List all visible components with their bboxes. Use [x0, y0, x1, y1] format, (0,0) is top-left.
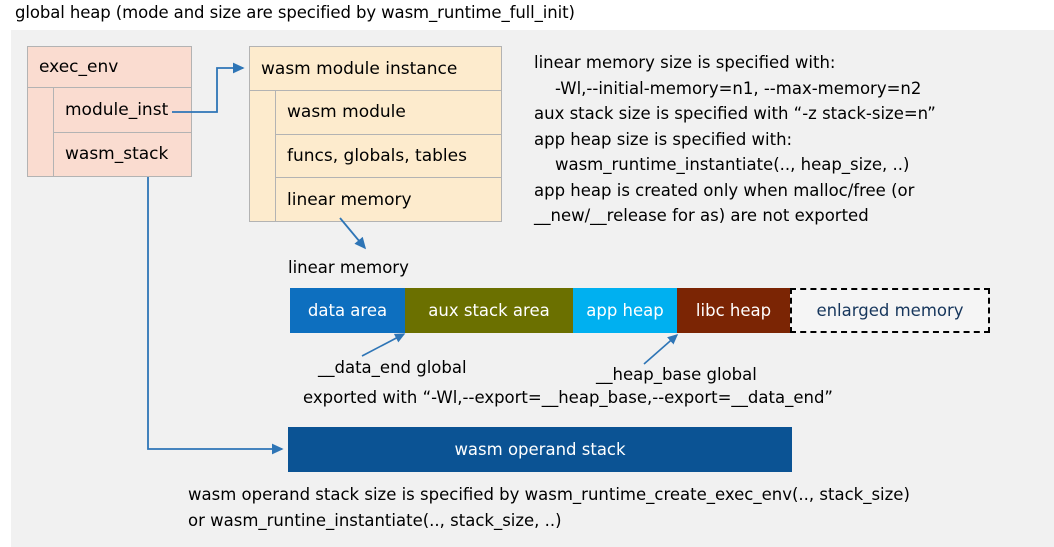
exec-env-body: module_inst wasm_stack [28, 88, 191, 176]
linear-memory-caption: linear memory [288, 258, 409, 277]
exec-env-indent [28, 88, 54, 176]
module-instance-header: wasm module instance [250, 47, 501, 91]
heap-base-global-label: __heap_base global [596, 365, 757, 384]
exec-env-header: exec_env [28, 47, 191, 88]
memory-segment-libc-heap: libc heap [677, 288, 790, 333]
export-note-label: exported with “-Wl,--export=__heap_base,… [303, 388, 833, 407]
exec-env-rows: module_inst wasm_stack [54, 88, 191, 176]
module-instance-row-funcs-globals-tables: funcs, globals, tables [276, 135, 501, 179]
module-instance-body: wasm module funcs, globals, tables linea… [250, 91, 501, 221]
page-title: global heap (mode and size are specified… [15, 3, 575, 22]
module-instance-row-wasm-module: wasm module [276, 91, 501, 135]
module-instance-indent [250, 91, 276, 221]
exec-env-box: exec_env module_inst wasm_stack [27, 46, 192, 177]
exec-env-row-wasm-stack: wasm_stack [65, 144, 169, 165]
memory-segment-data-area: data area [290, 288, 405, 333]
wasm-operand-stack-bar: wasm operand stack [288, 427, 792, 472]
exec-env-row-module-inst: module_inst [54, 88, 191, 133]
data-end-global-label: __data_end global [318, 358, 467, 377]
wasm-module-instance-box: wasm module instance wasm module funcs, … [249, 46, 502, 222]
memory-segment-enlarged-memory: enlarged memory [790, 288, 990, 333]
memory-segment-aux-stack-area: aux stack area [405, 288, 573, 333]
module-instance-row-linear-memory: linear memory [287, 189, 412, 210]
module-instance-rows: wasm module funcs, globals, tables linea… [276, 91, 501, 221]
memory-segment-app-heap: app heap [573, 288, 677, 333]
operand-stack-note: wasm operand stack size is specified by … [188, 485, 910, 530]
linear-memory-info-text: linear memory size is specified with: -W… [534, 53, 936, 225]
